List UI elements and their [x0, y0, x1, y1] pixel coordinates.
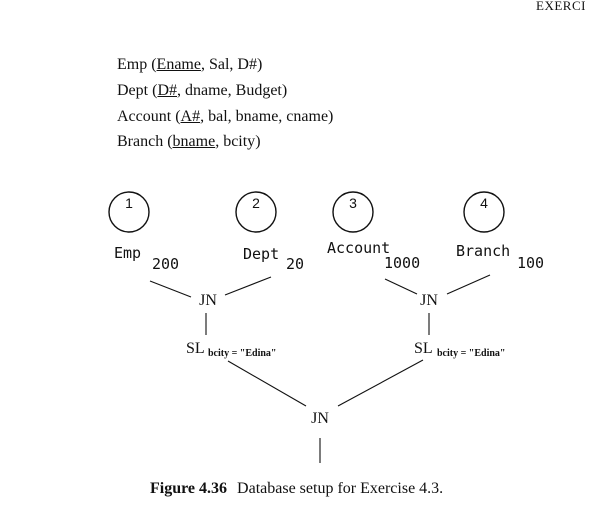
site-circle — [332, 191, 374, 233]
relation-size: 1000 — [384, 254, 420, 272]
site-circle — [108, 191, 150, 233]
site-number: 1 — [125, 195, 133, 211]
select-node: SL — [186, 340, 205, 357]
select-node: SL — [414, 340, 433, 357]
schema-branch-name: Branch — [117, 133, 164, 150]
join-node-root: JN — [311, 410, 329, 427]
relation-size: 20 — [286, 255, 304, 273]
relation-name: Branch — [456, 242, 510, 260]
edge — [337, 359, 424, 407]
site-number: 3 — [349, 195, 357, 211]
edge — [446, 274, 491, 295]
relation-size: 200 — [152, 255, 179, 273]
schema-emp: Emp (Ename, Sal, D#) — [117, 56, 263, 73]
schema-dept-attr: Budget — [235, 82, 282, 99]
relation-size: 100 — [517, 254, 544, 272]
site-circle — [235, 191, 277, 233]
schema-emp-name: Emp — [117, 56, 148, 73]
site-circle — [463, 191, 505, 233]
schema-dept-name: Dept — [117, 82, 149, 99]
edge — [384, 278, 418, 295]
relation-name: Dept — [243, 245, 279, 263]
schema-dept: Dept (D#, dname, Budget) — [117, 82, 288, 99]
site-number: 4 — [480, 195, 488, 211]
join-node: JN — [199, 292, 217, 309]
schema-account-name: Account — [117, 108, 172, 125]
site-number: 2 — [252, 195, 260, 211]
schema-dept-attr: dname — [185, 82, 228, 99]
figure-caption: Figure 4.36 Database setup for Exercise 4… — [150, 480, 443, 498]
page-header: EXERCI — [536, 0, 586, 13]
schema-emp-attr: Sal — [208, 56, 230, 73]
schema-account-attr: bal — [208, 108, 228, 125]
edge — [149, 280, 192, 298]
schema-branch-attr: bcity — [223, 133, 256, 150]
schema-account-attr: cname — [286, 108, 329, 125]
schema-account: Account (A#, bal, bname, cname) — [117, 108, 334, 125]
edge — [227, 360, 307, 407]
figure-number: Figure 4.36 — [150, 480, 228, 497]
schema-branch: Branch (bname, bcity) — [117, 133, 261, 150]
figure-caption-text: Database setup for Exercise 4.3. — [237, 480, 444, 497]
schema-account-attr: bname — [235, 108, 279, 125]
select-condition: bcity = "Edina" — [437, 348, 505, 359]
relation-name: Emp — [114, 244, 141, 262]
relation-name: Account — [327, 239, 390, 257]
schema-dept-key: D# — [157, 82, 177, 99]
schema-emp-attr: D# — [237, 56, 257, 73]
select-condition: bcity = "Edina" — [208, 348, 276, 359]
schema-emp-key: Ename — [156, 56, 201, 73]
edge — [224, 276, 272, 296]
schema-branch-key: bname — [172, 133, 216, 150]
join-node: JN — [420, 292, 438, 309]
schema-account-key: A# — [180, 108, 201, 125]
